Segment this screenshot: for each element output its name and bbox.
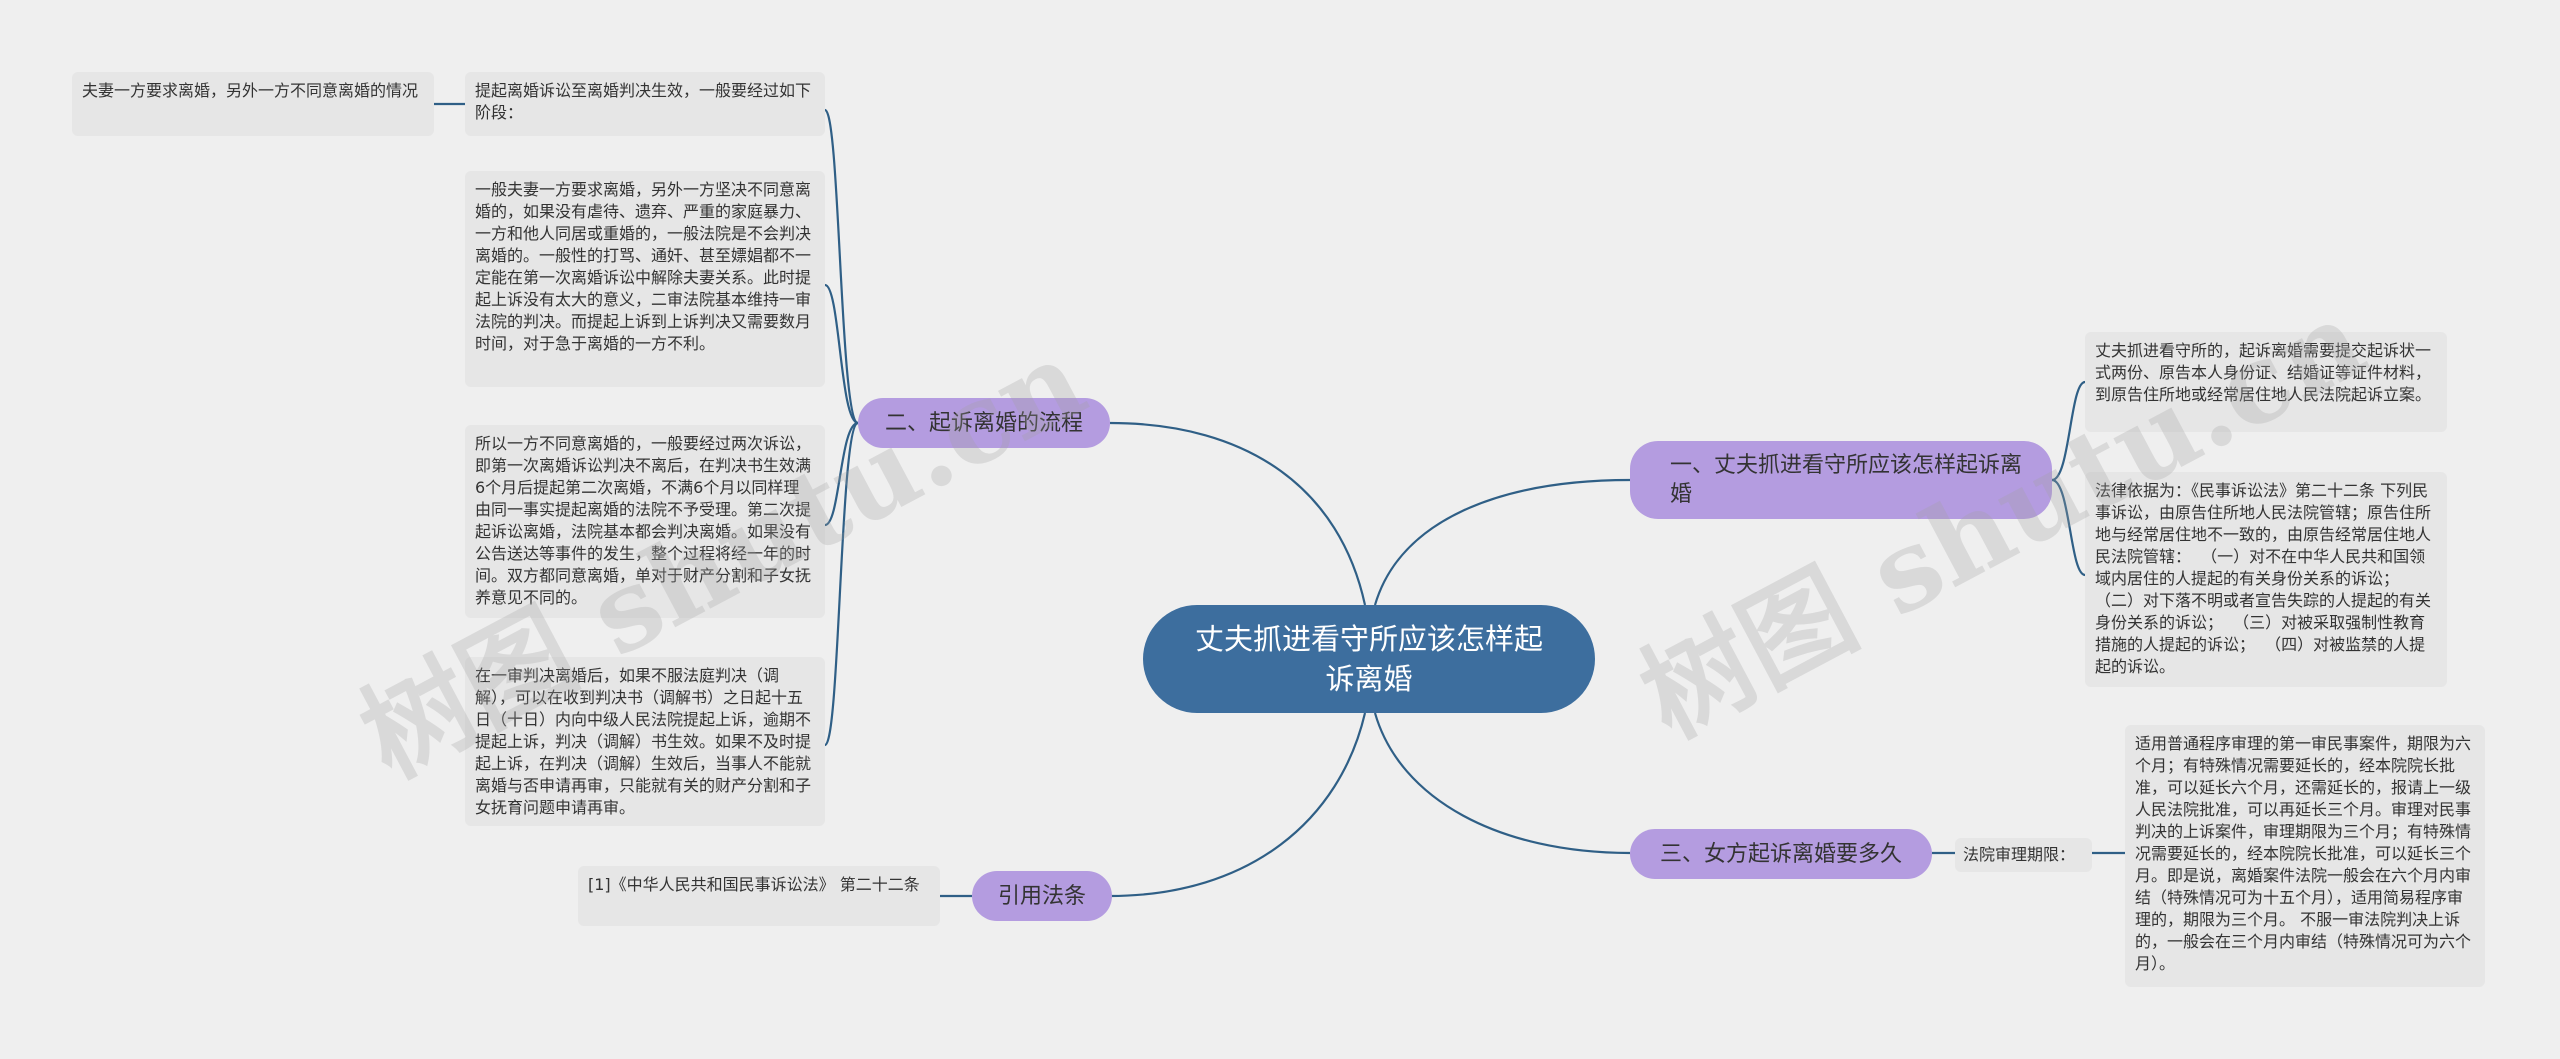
link-b2-leaf1: [823, 108, 860, 425]
branch-2-leaf-4: 在一审判决离婚后，如果不服法庭判决（调解），可以在收到判决书（调解书）之日起十五…: [465, 657, 825, 826]
branch-4-leaf: [1]《中华人民共和国民事诉讼法》 第二十二条: [578, 866, 940, 926]
branch-4-node[interactable]: 引用法条: [972, 871, 1112, 921]
branch-2-leaf-3: 所以一方不同意离婚的，一般要经过两次诉讼，即第一次离婚诉讼判决不离后，在判决书生…: [465, 425, 825, 618]
branch-1-node[interactable]: 一、丈夫抓进看守所应该怎样起诉离婚: [1630, 441, 2052, 519]
branch-3-node[interactable]: 三、女方起诉离婚要多久: [1630, 829, 1932, 879]
branch-2-subleaf: 夫妻一方要求离婚，另外一方不同意离婚的情况: [72, 72, 434, 136]
link-b2-leaf3: [824, 421, 859, 527]
link-root-b3: [1373, 712, 1631, 855]
branch-2-leaf-1: 提起离婚诉讼至离婚判决生效，一般要经过如下阶段：: [465, 72, 825, 136]
link-root-b4: [1109, 712, 1367, 898]
link-b1-leaf2: [2051, 478, 2086, 577]
branch-1-leaf-1: 丈夫抓进看守所的，起诉离婚需要提交起诉状一式两份、原告本人身份证、结婚证等证件材…: [2085, 332, 2447, 432]
root-title: 丈夫抓进看守所应该怎样起诉离婚: [1194, 622, 1543, 696]
link-b1-leaf1: [2051, 380, 2086, 482]
branch-2-node[interactable]: 二、起诉离婚的流程: [858, 398, 1110, 448]
branch-1-label: 一、丈夫抓进看守所应该怎样起诉离婚: [1670, 453, 2023, 507]
branch-2-leaf-2: 一般夫妻一方要求离婚，另外一方坚决不同意离婚的，如果没有虐待、遗弃、严重的家庭暴…: [465, 171, 825, 387]
branch-4-label: 引用法条: [997, 883, 1086, 909]
branch-2-label: 二、起诉离婚的流程: [884, 410, 1083, 436]
link-root-b1: [1373, 478, 1631, 606]
branch-3-leaf: 适用普通程序审理的第一审民事案件，期限为六个月；有特殊情况需要延长的，经本院院长…: [2125, 725, 2485, 987]
link-b2-leaf2: [824, 283, 859, 425]
link-b2-leaf4: [823, 421, 860, 747]
branch-1-leaf-2: 法律依据为：《民事诉讼法》第二十二条 下列民事诉讼，由原告住所地人民法院管辖；原…: [2085, 472, 2447, 687]
link-root-b2: [1109, 421, 1367, 606]
branch-3-label: 三、女方起诉离婚要多久: [1659, 841, 1902, 867]
branch-3-mid: 法院审理期限：: [1955, 838, 2092, 872]
root-node[interactable]: 丈夫抓进看守所应该怎样起诉离婚: [1143, 605, 1595, 713]
